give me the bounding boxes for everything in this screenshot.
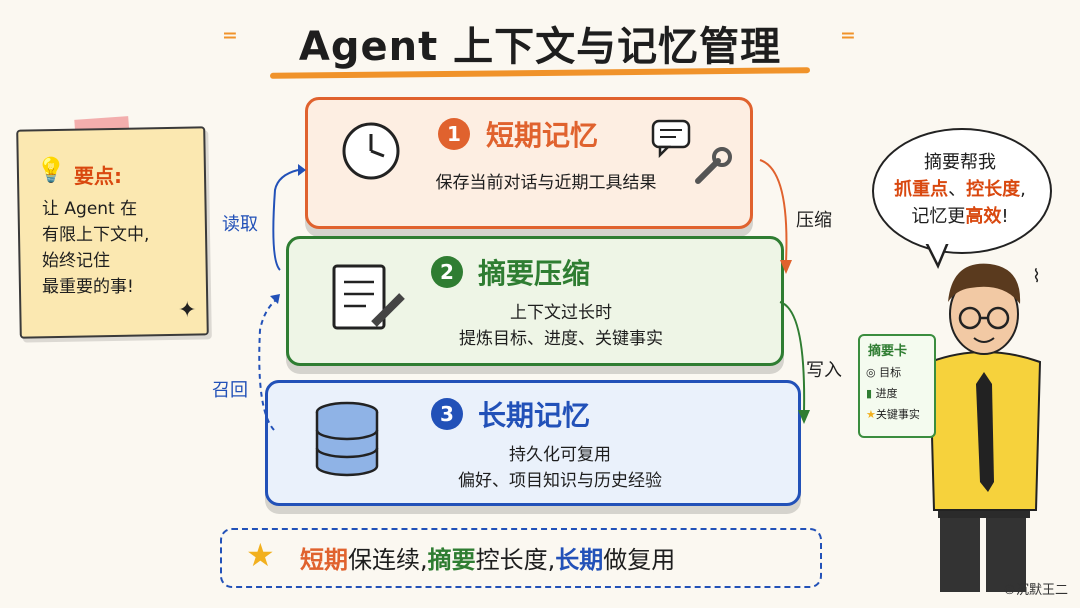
clock-icon	[342, 122, 400, 180]
summary-part: 做复用	[603, 546, 676, 574]
wrench-icon	[695, 147, 732, 184]
bubble-part: !	[1001, 206, 1009, 227]
page-title: Agent 上下文与记忆管理	[298, 24, 782, 70]
note-line: 让 Agent 在	[42, 199, 138, 219]
flow-label-write: 写入	[806, 360, 842, 381]
left-flow-arrows	[258, 164, 306, 431]
star-icon: ★	[246, 536, 275, 574]
card-item-label: 目标	[879, 366, 902, 379]
chat-bubble-icon	[651, 119, 691, 158]
copyright: ©沉默王二	[1002, 583, 1068, 598]
tier-desc: 持久化可复用	[509, 445, 611, 465]
tier-desc: 提炼目标、进度、关键事实	[459, 329, 663, 349]
tier-title: 摘要压缩	[478, 257, 591, 290]
bubble-emph: 控长度	[966, 179, 1021, 200]
tier-number: 2	[431, 256, 463, 288]
summary-long: 长期	[555, 546, 604, 574]
flow-label-read: 读取	[222, 214, 258, 235]
tier-number: 3	[431, 398, 463, 430]
card-item: ◎ 目标	[866, 364, 901, 380]
speech-bubble	[872, 128, 1052, 254]
note-line: 始终记住	[42, 251, 110, 271]
bar-chart-icon: ▮	[866, 387, 873, 400]
note-title: 要点:	[74, 164, 122, 188]
bubble-part: ,	[1020, 179, 1026, 200]
summary-short: 短期	[300, 546, 348, 574]
flow-label-recall: 召回	[212, 380, 248, 401]
tier-title: 长期记忆	[478, 399, 591, 432]
summary-text: 短期保连续,摘要控长度,长期做复用	[300, 540, 675, 575]
summary-card	[858, 334, 936, 438]
tier-desc: 上下文过长时	[510, 303, 612, 323]
document-pencil-icon	[332, 264, 405, 330]
card-item-label: 关键事实	[875, 408, 920, 421]
right-flow-arrows	[759, 159, 810, 424]
bubble-emph: 高效	[965, 206, 1002, 227]
spark-left-icon: ⁼	[222, 24, 238, 59]
bubble-tail	[923, 240, 950, 270]
summary-box	[220, 528, 822, 588]
card-item-label: 进度	[875, 387, 898, 400]
database-icon	[315, 401, 379, 477]
bubble-part: 、	[948, 179, 967, 200]
tier-desc: 保存当前对话与近期工具结果	[435, 173, 657, 193]
svg-text:⌇: ⌇	[1032, 266, 1041, 287]
star-icon: ★	[866, 408, 876, 421]
bubble-line: 摘要帮我	[924, 152, 996, 173]
target-icon: ◎	[866, 366, 876, 379]
tier-title: 短期记忆	[486, 119, 599, 152]
tier-number: 1	[438, 118, 470, 150]
spark-right-icon: ⁼	[840, 24, 856, 59]
card-item: ★关键事实	[866, 406, 920, 422]
bubble-emph: 抓重点	[894, 179, 949, 200]
bubble-line: 抓重点、控长度,	[872, 175, 1048, 201]
note-line: 有限上下文中,	[42, 225, 150, 245]
bubble-line: 记忆更高效!	[872, 202, 1048, 228]
lightbulb-icon: 💡	[36, 156, 66, 184]
summary-part: 保连续,	[348, 546, 428, 574]
note-line: 最重要的事!	[42, 277, 134, 297]
flow-label-compress: 压缩	[796, 210, 832, 231]
card-title: 摘要卡	[868, 344, 908, 359]
bubble-part: 记忆更	[911, 206, 966, 227]
summary-summary: 摘要	[427, 546, 476, 574]
tier-desc: 偏好、项目知识与历史经验	[458, 471, 662, 491]
card-item: ▮ 进度	[866, 385, 898, 401]
sparkle-icon: ✦	[178, 298, 197, 323]
summary-part: 控长度,	[475, 546, 556, 574]
